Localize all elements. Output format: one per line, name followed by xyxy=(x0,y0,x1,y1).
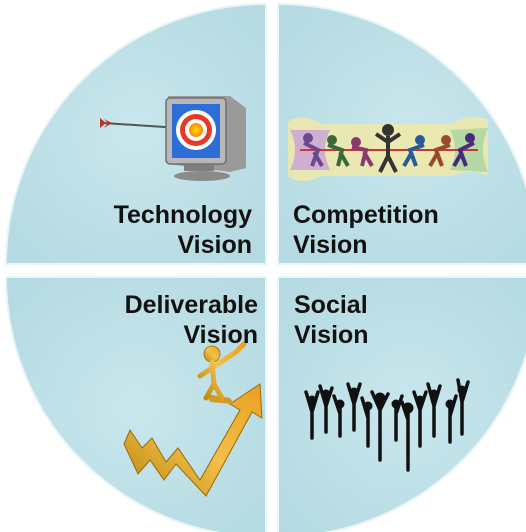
deliverable-vision-line1: Deliverable xyxy=(124,291,258,319)
competition-vision-label: Competition Vision xyxy=(293,200,439,260)
technology-vision-label: Technology Vision xyxy=(114,200,252,260)
deliverable-vision-label: Deliverable Vision xyxy=(125,290,258,350)
competition-vision-line2: Vision xyxy=(293,231,368,259)
monitor-target-arrow-icon xyxy=(100,96,246,181)
social-vision-line2: Vision xyxy=(294,321,369,349)
quadrant-bottom-left xyxy=(4,276,267,532)
crowd-silhouettes-icon xyxy=(304,378,470,472)
technology-vision-line2: Vision xyxy=(177,231,252,259)
social-vision-line1: Social xyxy=(294,291,368,319)
tug-of-war-icon xyxy=(288,116,488,181)
competition-vision-line1: Competition xyxy=(293,201,439,229)
deliverable-vision-line2: Vision xyxy=(183,321,258,349)
social-vision-label: Social Vision xyxy=(294,290,369,350)
rising-arrow-figure-icon xyxy=(123,341,263,497)
technology-vision-line1: Technology xyxy=(113,201,252,229)
quadrant-top-left xyxy=(4,2,267,265)
